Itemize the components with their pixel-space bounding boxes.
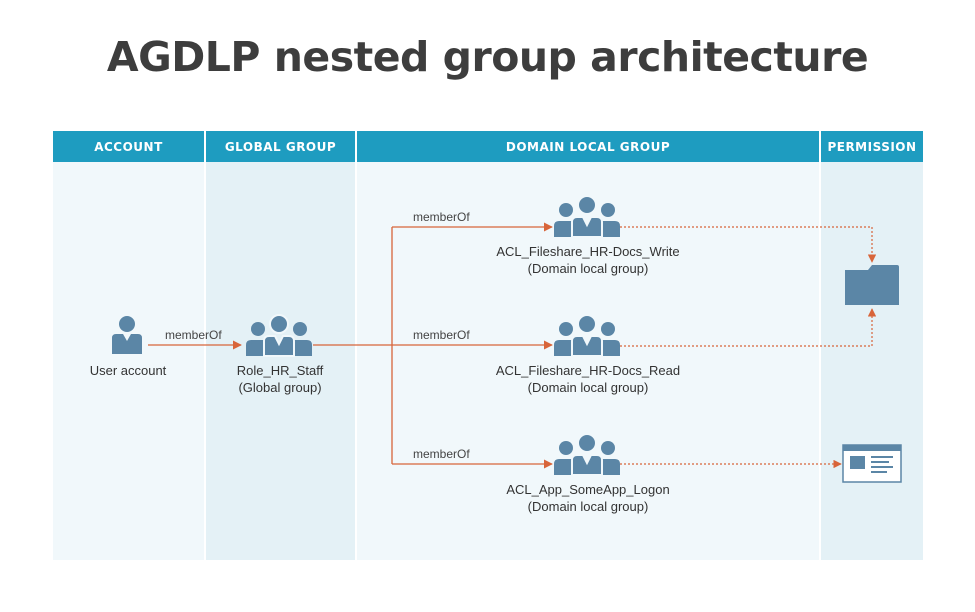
column-header-account: ACCOUNT <box>53 131 204 162</box>
account-column-area <box>53 162 204 560</box>
column-header-permission: PERMISSION <box>821 131 923 162</box>
application-window-icon <box>842 444 902 483</box>
write-group-people-icon <box>553 195 621 238</box>
write-group-type: (Domain local group) <box>527 261 649 276</box>
connector-global-to-domain-local <box>313 222 553 469</box>
app-group-people-icon <box>553 433 621 476</box>
edge-label-app: memberOf <box>413 447 470 461</box>
connector-write-to-folder <box>620 226 877 263</box>
user-account-name: User account <box>89 363 167 378</box>
folder-icon <box>845 265 899 305</box>
user-account-person-icon <box>112 316 142 354</box>
read-group-label: ACL_Fileshare_HR-Docs_Read (Domain local… <box>496 362 680 396</box>
edge-label-user-global: memberOf <box>165 328 222 342</box>
page-title: AGDLP nested group architecture <box>106 33 869 81</box>
edge-label-read: memberOf <box>413 328 470 342</box>
app-group-type: (Domain local group) <box>527 499 649 514</box>
global-group-people-icon <box>245 314 313 357</box>
connector-read-to-folder <box>620 308 877 347</box>
app-group-label: ACL_App_SomeApp_Logon (Domain local grou… <box>506 481 669 515</box>
global-group-name: Role_HR_Staff <box>236 363 324 378</box>
user-account-label: User account <box>90 362 167 379</box>
column-header-global-group: GLOBAL GROUP <box>206 131 355 162</box>
global-group-column-area <box>206 162 355 560</box>
edge-label-write: memberOf <box>413 210 470 224</box>
read-group-name: ACL_Fileshare_HR-Docs_Read <box>495 363 681 378</box>
global-group-label: Role_HR_Staff (Global group) <box>237 362 323 396</box>
app-group-name: ACL_App_SomeApp_Logon <box>506 482 670 497</box>
write-group-label: ACL_Fileshare_HR-Docs_Write (Domain loca… <box>496 243 679 277</box>
write-group-name: ACL_Fileshare_HR-Docs_Write <box>496 244 680 259</box>
column-header-domain-local-group: DOMAIN LOCAL GROUP <box>357 131 819 162</box>
read-group-type: (Domain local group) <box>527 380 649 395</box>
read-group-people-icon <box>553 314 621 357</box>
global-group-type: (Global group) <box>238 380 322 395</box>
